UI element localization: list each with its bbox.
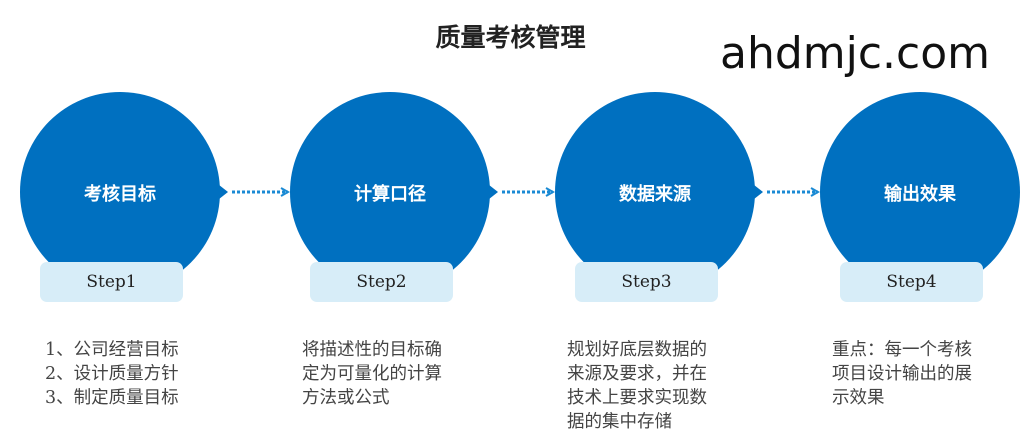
step-3-badge: Step3: [575, 262, 718, 302]
step-3-description: 规划好底层数据的 来源及要求，并在 技术上要求实现数 据的集中存储: [567, 338, 707, 434]
desc-line: 2、设计质量方针: [45, 364, 179, 384]
desc-line: 项目设计输出的展: [832, 364, 972, 384]
page-title: 质量考核管理: [435, 23, 586, 52]
desc-line: 重点：每一个考核: [832, 340, 972, 360]
step-1-description: 1、公司经营目标 2、设计质量方针 3、制定质量目标: [45, 338, 179, 410]
desc-line: 来源及要求，并在: [567, 364, 707, 384]
step-4-title: 输出效果: [884, 184, 956, 205]
step-4-badge: Step4: [840, 262, 983, 302]
desc-line: 规划好底层数据的: [567, 340, 707, 360]
step-circle-2: [290, 92, 498, 292]
step-circle-3: [555, 92, 763, 292]
desc-line: 技术上要求实现数: [567, 388, 707, 408]
desc-line: 3、制定质量目标: [45, 388, 179, 408]
step-2-badge: Step2: [310, 262, 453, 302]
desc-line: 定为可量化的计算: [302, 364, 442, 384]
step-circle-4: [820, 92, 1020, 292]
desc-line: 方法或公式: [302, 388, 390, 408]
desc-line: 1、公司经营目标: [45, 340, 179, 360]
step-1-badge: Step1: [40, 262, 183, 302]
step-2-title: 计算口径: [354, 184, 426, 205]
step-circle-1: [20, 92, 228, 292]
step-4-description: 重点：每一个考核 项目设计输出的展 示效果: [832, 338, 972, 410]
desc-line: 示效果: [832, 388, 885, 408]
desc-line: 将描述性的目标确: [302, 340, 442, 360]
desc-line: 据的集中存储: [567, 412, 672, 432]
step-1-title: 考核目标: [84, 184, 156, 205]
step-3-title: 数据来源: [619, 184, 691, 205]
step-2-description: 将描述性的目标确 定为可量化的计算 方法或公式: [302, 338, 442, 410]
watermark: ahdmjc.com: [720, 28, 991, 79]
